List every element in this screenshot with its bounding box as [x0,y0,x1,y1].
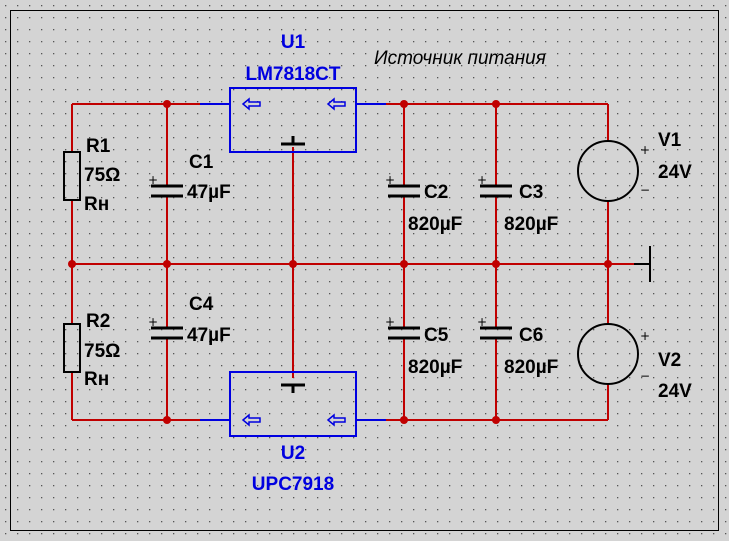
capacitor-c3[interactable]: + C3 820µF [477,173,558,235]
r1-value: 75Ω [84,165,120,186]
r1-ref: R1 [86,136,111,157]
r2-ref: R2 [86,311,110,332]
c3-plus: + [477,173,487,187]
resistor-r2[interactable]: R2 75Ω Rн [63,311,120,390]
arrow-left-icon [241,413,261,427]
junction-dot-icon [163,100,171,108]
c3-value: 820µF [504,214,558,235]
v1-minus: − [640,183,650,197]
c5-ref: C5 [424,325,449,346]
v1-plus: + [640,143,650,157]
junction-dot-icon [492,100,500,108]
c6-ref: C6 [519,325,543,346]
v1-ref: V1 [658,130,682,151]
junction-dot-icon [163,260,171,268]
junction-dot-icon [400,100,408,108]
arrow-left-icon [326,413,346,427]
voltage-source-v1[interactable]: + − V1 24V [577,130,692,202]
u2-ref: U2 [281,443,305,464]
c1-ref: C1 [189,152,214,173]
junction-dot-icon [492,260,500,268]
schematic-title: Источник питания [374,48,546,69]
junction-dot-icon [289,260,297,268]
regulator-u2[interactable]: U2 UPC7918 [229,371,357,495]
regulator-u1[interactable]: U1 LM7818CT [229,32,357,153]
r2-value: 75Ω [84,341,120,362]
capacitor-c1[interactable]: + C1 47µF [148,152,231,203]
c5-plus: + [385,315,395,329]
c1-value: 47µF [187,182,231,203]
frame [10,10,719,531]
c4-plus: + [148,315,158,329]
ground-icon [634,246,651,282]
r2-note: Rн [84,369,109,390]
v2-plus: + [640,329,650,343]
junction-dots [68,100,612,424]
regulator-pins [200,103,386,421]
junction-dot-icon [400,416,408,424]
arrow-left-icon [241,97,261,111]
c6-plus: + [477,315,487,329]
capacitor-c5[interactable]: + C5 820µF [385,315,462,378]
capacitor-c2[interactable]: + C2 820µF [385,173,462,235]
c4-value: 47µF [187,325,231,346]
v2-minus: − [640,369,650,383]
c2-ref: C2 [424,182,448,203]
resistor-r1[interactable]: R1 75Ω Rн [63,136,120,215]
c6-value: 820µF [504,357,558,378]
v2-value: 24V [658,381,692,402]
c2-plus: + [385,173,395,187]
u2-part: UPC7918 [252,474,334,495]
junction-dot-icon [163,416,171,424]
c4-ref: C4 [189,294,214,315]
c2-value: 820µF [408,214,462,235]
voltage-source-v2[interactable]: + − V2 24V [577,323,692,402]
c5-value: 820µF [408,357,462,378]
v2-ref: V2 [658,350,681,371]
junction-dot-icon [492,416,500,424]
junction-dot-icon [604,260,612,268]
junction-dot-icon [400,260,408,268]
capacitor-c6[interactable]: + C6 820µF [477,315,558,378]
junction-dot-icon [68,260,76,268]
capacitor-c4[interactable]: + C4 47µF [148,294,231,346]
c1-plus: + [148,173,158,187]
u1-part: LM7818CT [245,64,340,85]
v1-value: 24V [658,162,692,183]
r1-note: Rн [84,194,109,215]
arrow-left-icon [326,97,346,111]
c3-ref: C3 [519,182,543,203]
u1-ref: U1 [281,32,306,53]
